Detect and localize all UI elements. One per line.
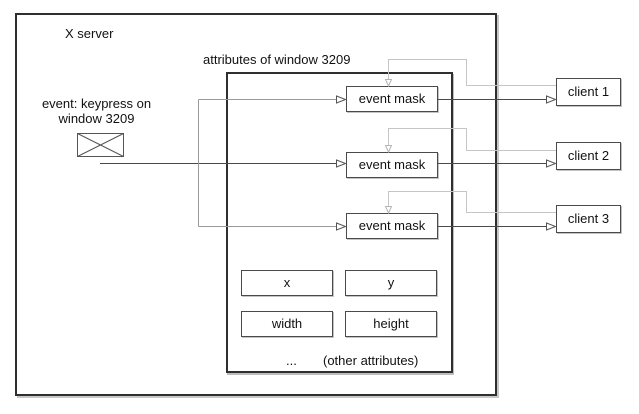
other-attributes-label: (other attributes) — [323, 353, 419, 368]
client-box-1: client 1 — [556, 78, 621, 106]
client-box-3: client 3 — [556, 205, 621, 233]
attributes-box-title: attributes of window 3209 — [203, 52, 351, 67]
attribute-box-height: height — [345, 311, 437, 337]
hollow-right-arrowhead-client1 — [546, 95, 557, 104]
attribute-box-x: x — [241, 270, 333, 296]
other-attributes-ellipsis: ... — [286, 353, 297, 368]
event-mask-box-3: event mask — [346, 213, 438, 239]
event-note-line1: event: keypress on — [41, 96, 152, 111]
x-server-label: X server — [65, 26, 114, 41]
event-note-line2: window 3209 — [58, 111, 135, 126]
client-box-2: client 2 — [556, 142, 621, 170]
event-mask-box-1: event mask — [346, 86, 438, 112]
attribute-box-width: width — [241, 311, 333, 337]
event-mask-box-2: event mask — [346, 152, 438, 178]
hollow-right-arrowhead-client2 — [546, 159, 557, 168]
hollow-right-arrowhead-client3 — [546, 222, 557, 231]
attribute-box-y: y — [345, 270, 437, 296]
